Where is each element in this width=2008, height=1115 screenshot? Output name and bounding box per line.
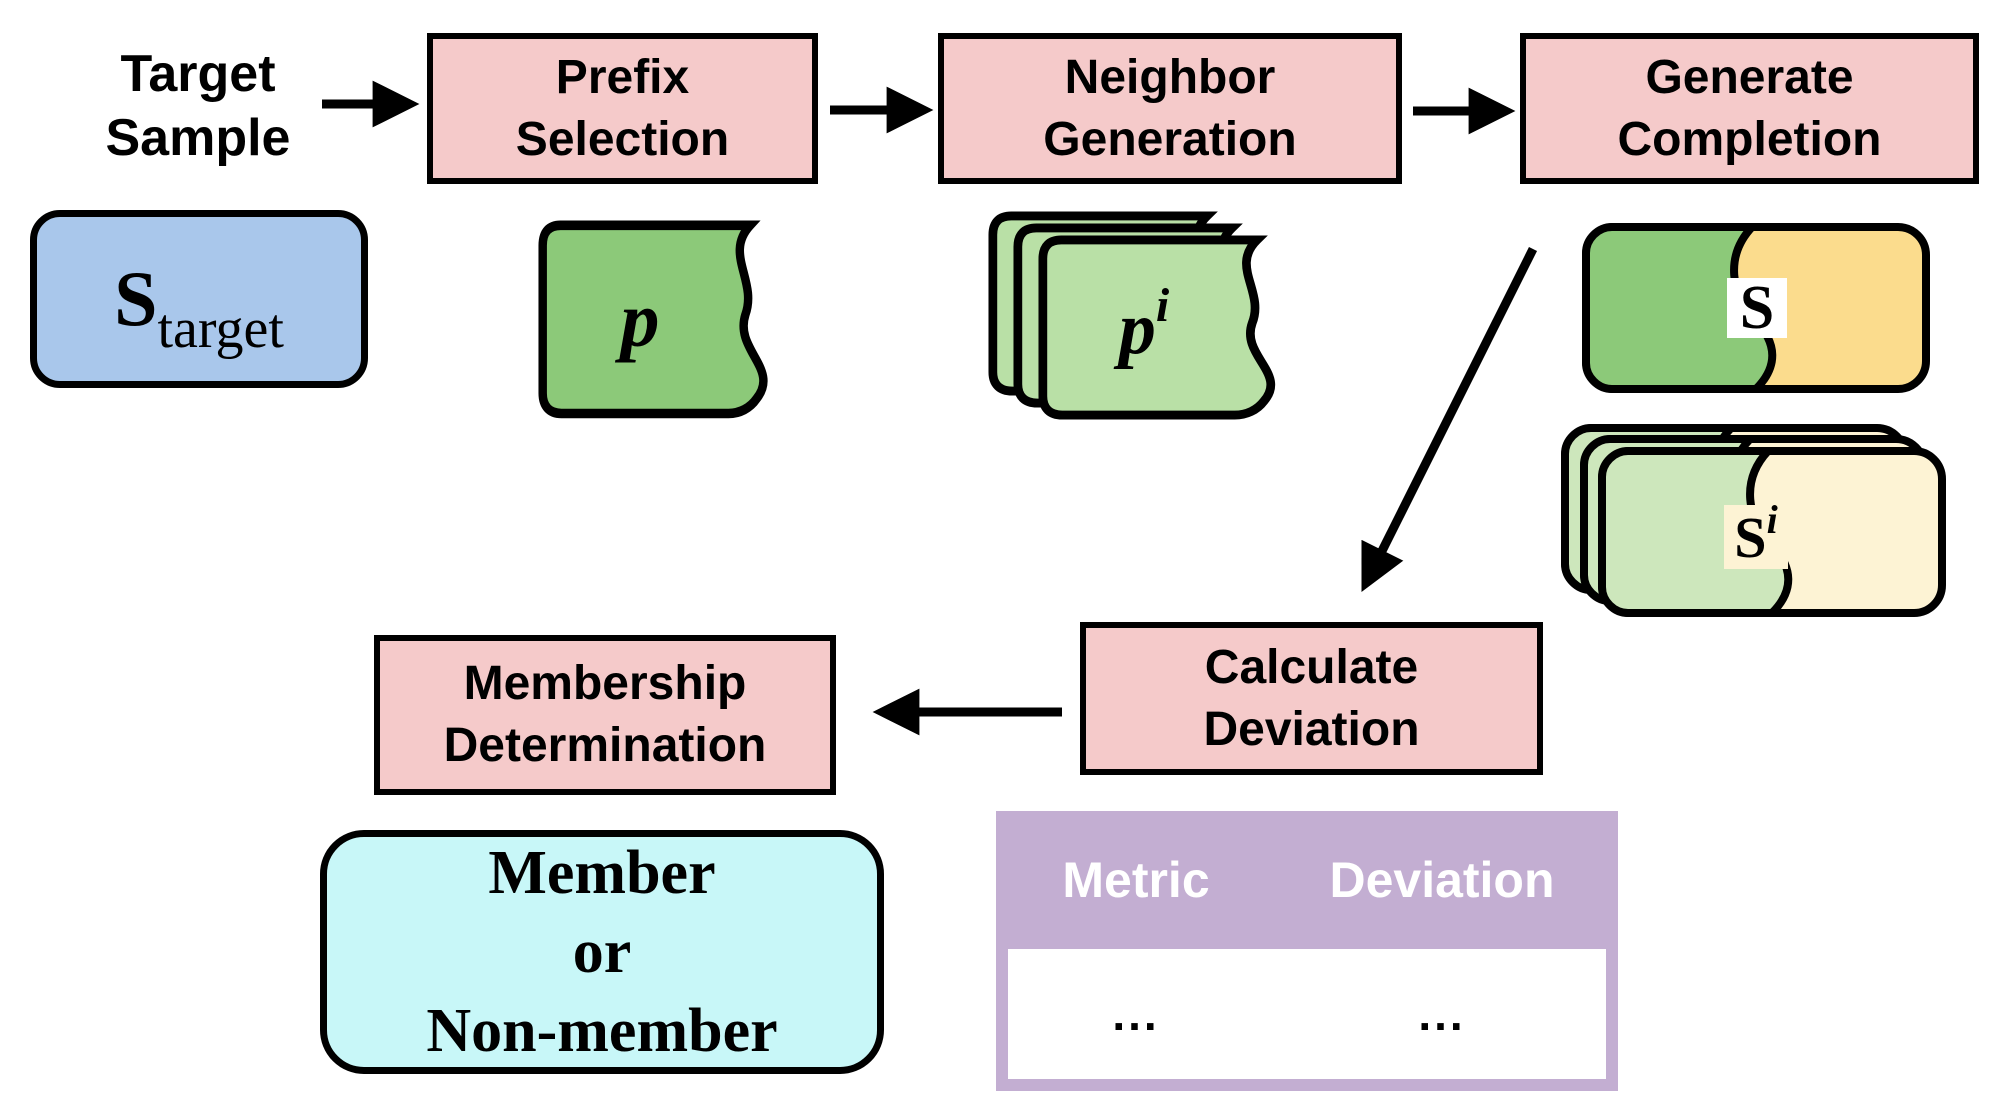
result-line-nonmember: Non-member xyxy=(426,996,778,1065)
p-i-superscript: i xyxy=(1155,278,1170,332)
calculate-deviation-line2: Deviation xyxy=(1203,702,1420,756)
s-i-superscript: i xyxy=(1766,496,1778,542)
table-cell-metric: ... xyxy=(1112,988,1160,1040)
membership-result-card: Member or Non-member xyxy=(320,830,884,1074)
prefix-symbol-label: p xyxy=(538,220,742,420)
neighbor-generation-line2: Generation xyxy=(1043,112,1297,166)
p-symbol: p xyxy=(620,276,660,363)
neighbor-symbol-label: pi xyxy=(1038,235,1250,423)
calculate-deviation-line1: Calculate xyxy=(1204,640,1419,694)
s-target-base: S xyxy=(114,255,158,342)
arrow-completion-to-deviation xyxy=(1361,246,1538,593)
table-body-row: ... ... xyxy=(1008,949,1606,1079)
membership-determination-line1: Membership xyxy=(463,657,747,710)
target-sample-line1: Target xyxy=(120,45,276,103)
result-line-member: Member xyxy=(488,838,716,907)
result-line-or: or xyxy=(572,917,632,986)
table-cell-deviation: ... xyxy=(1418,988,1466,1040)
generate-completion-line2: Completion xyxy=(1617,112,1882,166)
s-target-subscript: target xyxy=(157,298,284,360)
target-sample-label: Target Sample xyxy=(38,42,358,170)
completion-symbol-chip: S xyxy=(1727,274,1787,342)
process-box-generate-completion: Generate Completion xyxy=(1520,33,1979,184)
process-box-neighbor-generation: Neighbor Generation xyxy=(938,33,1402,184)
s-symbol: S xyxy=(1739,273,1775,342)
process-box-prefix-selection: Prefix Selection xyxy=(427,33,818,184)
prefix-document-shape xyxy=(538,220,768,419)
neighbor-generation-line1: Neighbor xyxy=(1064,50,1276,104)
process-box-membership-determination: Membership Determination xyxy=(374,635,836,795)
p-i-base: p xyxy=(1118,287,1156,370)
p-i-symbol: pi xyxy=(1118,279,1169,372)
s-target-symbol: Starget xyxy=(114,254,284,360)
process-box-calculate-deviation: Calculate Deviation xyxy=(1080,622,1543,775)
s-i-base: S xyxy=(1734,504,1767,570)
neighbor-stack-front-shape xyxy=(1038,235,1275,420)
target-sample-card: Starget xyxy=(30,210,368,388)
target-sample-line2: Sample xyxy=(105,109,291,167)
deviation-table: Metric Deviation ... ... xyxy=(996,811,1618,1091)
completion-stack-symbol-chip: Si xyxy=(1724,497,1788,571)
prefix-selection-line2: Selection xyxy=(515,112,730,166)
generate-completion-line1: Generate xyxy=(1645,50,1854,104)
prefix-selection-line1: Prefix xyxy=(555,50,690,104)
membership-determination-line2: Determination xyxy=(443,719,767,772)
table-header-deviation: Deviation xyxy=(1329,852,1555,908)
table-header-metric: Metric xyxy=(1062,852,1210,908)
s-i-symbol: Si xyxy=(1734,497,1777,571)
